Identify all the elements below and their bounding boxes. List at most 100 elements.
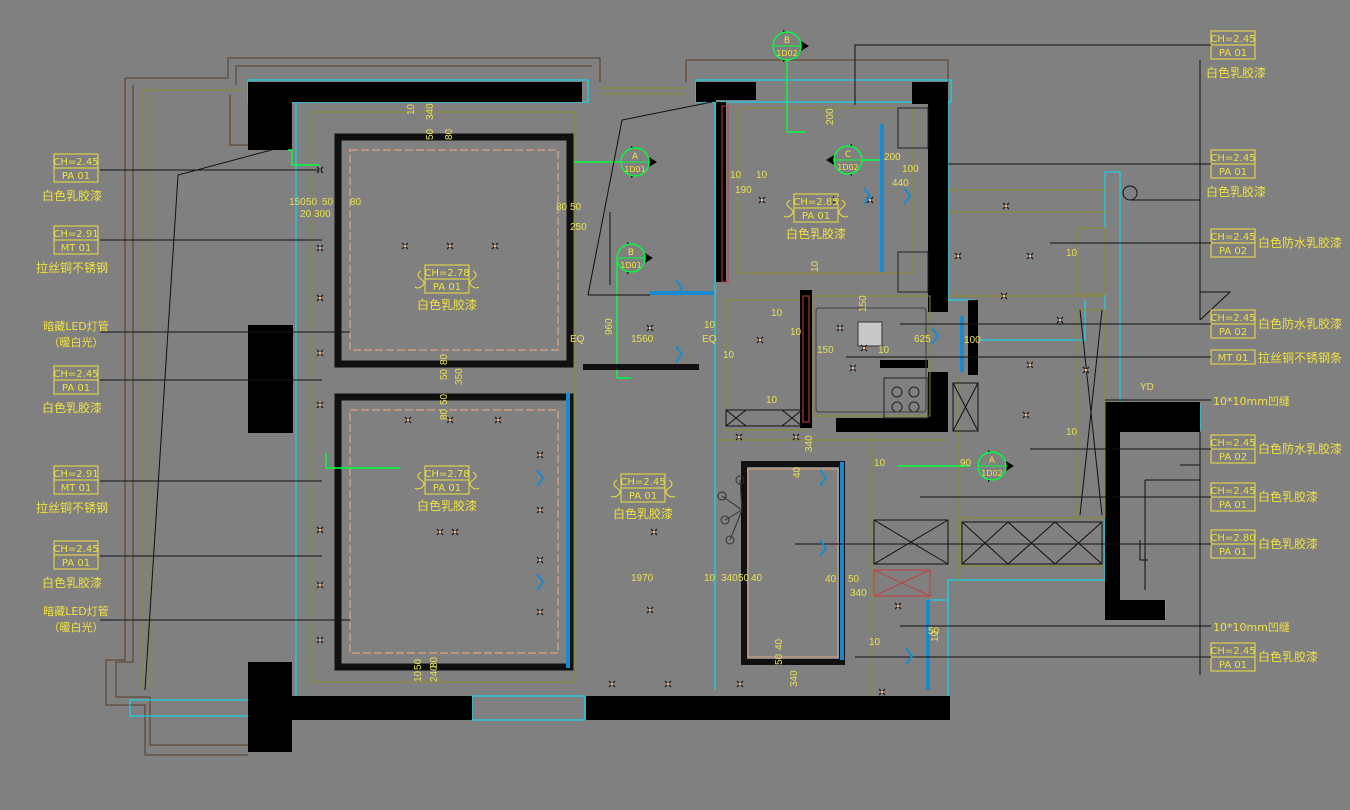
right-tag-label: 白色防水乳胶漆	[1258, 235, 1342, 250]
tag-code: MT 01	[1218, 353, 1249, 364]
dimension-label: 350	[454, 368, 465, 385]
dimension-label: 10	[1066, 427, 1078, 438]
light-fixture-icon	[862, 346, 866, 350]
dimension-label: 240	[429, 665, 440, 682]
green-markers	[288, 60, 970, 469]
room-tag-label: 白色乳胶漆	[613, 506, 673, 521]
light-fixture-icon	[956, 254, 960, 258]
dimension-label: 50	[848, 574, 860, 585]
wavy-bracket	[610, 479, 621, 498]
light-fixture-icon	[318, 403, 322, 407]
svg-text:1D02: 1D02	[981, 469, 1002, 478]
dimension-label: 100	[964, 335, 981, 346]
chandelier-icon	[717, 475, 745, 545]
light-fixture-icon	[538, 610, 542, 614]
dimension-label: 250	[570, 222, 587, 233]
dimension-label: 50	[425, 128, 436, 140]
leader-line	[854, 44, 1211, 105]
dimension-label: 440	[892, 178, 909, 189]
wavy-bracket	[665, 479, 676, 498]
misc-lines	[583, 60, 1232, 675]
dimension-label: 40	[792, 466, 803, 478]
light-fixture-icon	[794, 435, 798, 439]
light-fixture-icon	[453, 530, 457, 534]
wavy-bracket	[469, 471, 480, 490]
tag-code: MT 01	[61, 243, 92, 254]
dimension-label: 340	[850, 588, 867, 599]
tag-code: PA 01	[1219, 660, 1247, 671]
dimension-label: 50	[570, 202, 582, 213]
svg-text:1D02: 1D02	[837, 163, 858, 172]
cabinets	[725, 309, 1103, 597]
light-fixture-icon	[1002, 294, 1006, 298]
svg-text:B: B	[784, 36, 790, 46]
tag-ch: CH=2.45	[53, 369, 98, 380]
light-fixture-icon	[438, 530, 442, 534]
tag-ch: CH=2.45	[620, 477, 665, 488]
tag-code: PA 01	[62, 558, 90, 569]
arrow-icon	[903, 187, 912, 205]
light-fixture-icon	[1028, 363, 1032, 367]
tag-code: PA 01	[1219, 167, 1247, 178]
dimension-label: 10	[704, 320, 716, 331]
dimension-label: 50	[439, 393, 450, 405]
right-tag-label: 10*10mm凹缝	[1213, 620, 1290, 634]
svg-text:A: A	[989, 456, 996, 466]
tag-code: PA 02	[1219, 452, 1247, 463]
right-material-tag: MT 01	[1210, 349, 1256, 365]
arrow-icon	[905, 647, 914, 665]
dimension-label: 80	[350, 197, 362, 208]
light-fixture-icon	[648, 326, 652, 330]
light-fixture-icon	[318, 246, 322, 250]
tag-code: MT 01	[61, 483, 92, 494]
light-fixture-icon	[610, 682, 614, 686]
dimension-label: 10	[413, 670, 424, 682]
light-fixture-icon	[758, 338, 762, 342]
light-fixture-icon	[738, 682, 742, 686]
left-tag-label: 白色乳胶漆	[42, 188, 102, 203]
dimension-label: EQ	[570, 334, 585, 345]
tag-ch: CH=2.45	[1210, 486, 1255, 497]
tag-ch: CH=2.80	[1210, 533, 1255, 544]
right-tag-label: 拉丝铜不锈钢条	[1258, 350, 1342, 365]
tag-ch: CH=2.45	[53, 157, 98, 168]
dimension-label: 340	[804, 435, 815, 452]
dimension-label: 80	[444, 128, 455, 140]
tag-code: PA 01	[1219, 547, 1247, 558]
svg-text:1D01: 1D01	[624, 165, 645, 174]
tag-code: PA 01	[433, 483, 461, 494]
svg-text:B: B	[628, 248, 634, 258]
dimension-label: 1560	[631, 334, 654, 345]
arrow-icon	[675, 345, 684, 363]
left-tag-label: 白色乳胶漆	[42, 400, 102, 415]
light-fixture-icon	[448, 418, 452, 422]
room-tag-label: 白色乳胶漆	[417, 297, 477, 312]
light-fixture-icon	[318, 528, 322, 532]
light-fixture-icon	[896, 604, 900, 608]
wavy-bracket	[838, 199, 849, 218]
arrow-icon	[819, 539, 828, 557]
tag-ch: CH=2.45	[1210, 232, 1255, 243]
arrow-icon	[675, 279, 684, 297]
arrow-icon	[536, 573, 545, 591]
right-tag-label: 白色乳胶漆	[1206, 184, 1266, 199]
light-fixture-icon	[493, 244, 497, 248]
wavy-bracket	[469, 270, 480, 289]
tag-ch: CH=2.45	[1210, 34, 1255, 45]
left-tag-label: 暗藏LED灯管	[43, 319, 109, 333]
dimension-label: 10	[810, 260, 821, 272]
light-fixture-icon	[318, 583, 322, 587]
tag-ch: CH=2.45	[1210, 153, 1255, 164]
left-tag-label: 拉丝铜不锈钢	[36, 260, 108, 275]
right-tag-label: 10*10mm凹缝	[1213, 394, 1290, 408]
